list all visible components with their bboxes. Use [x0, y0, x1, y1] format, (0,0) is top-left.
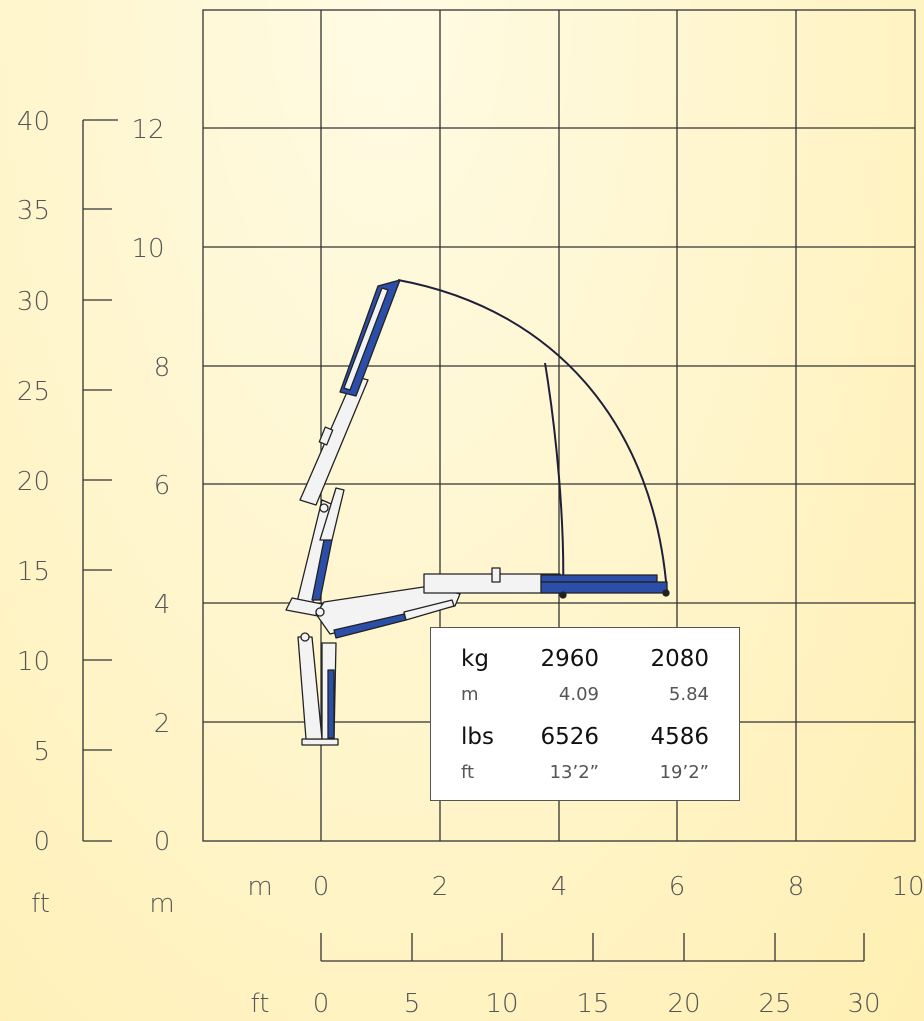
m-scale-bottom-labels: m 0 2 4 6 8 10 — [247, 872, 924, 902]
reach-value: 4.09 — [558, 684, 599, 705]
m-tick-label: 0 — [313, 872, 330, 902]
load-row-kg: kg 2960 2080 — [431, 646, 739, 676]
reach-value: 13’2” — [549, 762, 599, 783]
column-pivot — [300, 632, 310, 642]
ft-tick-label: 30 — [847, 989, 880, 1019]
m-tick-label: 8 — [154, 353, 171, 383]
m-tick-label: 10 — [131, 234, 164, 264]
ft-tick-label: 30 — [17, 287, 50, 317]
m-tick-label: 10 — [891, 872, 924, 902]
ft-tick-label: 10 — [485, 989, 518, 1019]
crane-base-plate — [301, 738, 339, 746]
horizontal-extension — [540, 581, 668, 594]
ft-tick-label: 0 — [313, 989, 330, 1019]
load-row-m: m 4.09 5.84 — [431, 684, 739, 714]
max-reach-curve — [397, 279, 668, 594]
ft-tick-label: 40 — [17, 107, 50, 137]
ft-unit-label-bottom: ft — [251, 989, 270, 1019]
ft-tick-label: 5 — [404, 989, 421, 1019]
capacity-value: 2960 — [540, 646, 599, 672]
ft-scale-left — [82, 119, 118, 842]
horizontal-boom-clamp — [491, 567, 501, 583]
load-row-lbs: lbs 6526 4586 — [431, 724, 739, 754]
boom-pivot — [319, 503, 329, 513]
unit-label: ft — [461, 762, 475, 783]
horizontal-main-boom — [315, 585, 461, 635]
m-tick-label: 2 — [432, 872, 449, 902]
tip-point-max — [662, 589, 670, 597]
ft-tick-label: 15 — [17, 557, 50, 587]
tip-point-inner — [559, 591, 567, 599]
m-tick-label: 6 — [154, 471, 171, 501]
reach-value: 5.84 — [668, 684, 709, 705]
m-tick-label: 8 — [788, 872, 805, 902]
ft-scale-bottom-labels: ft 0 5 10 15 20 25 30 — [251, 989, 881, 1019]
capacity-value: 6526 — [540, 724, 599, 750]
m-tick-label: 4 — [551, 872, 568, 902]
column-cylinder-rod — [327, 669, 335, 739]
ft-tick-label: 5 — [33, 737, 50, 767]
horizontal-main-cylinder-body — [403, 599, 455, 621]
ft-tick-label: 10 — [17, 647, 50, 677]
m-unit-label-bottom: m — [247, 872, 272, 902]
outer-boom-clamp — [318, 426, 334, 446]
unit-label: lbs — [461, 724, 494, 750]
load-row-ft: ft 13’2” 19’2” — [431, 762, 739, 792]
m-tick-label: 4 — [154, 590, 171, 620]
ft-tick-label: 0 — [33, 827, 50, 857]
m-scale-left-labels: 0 2 4 6 8 10 12 m — [131, 115, 174, 919]
crane-illustration — [285, 279, 670, 746]
m-tick-label: 0 — [154, 827, 171, 857]
ft-tick-label: 20 — [17, 467, 50, 497]
ft-scale-bottom — [320, 933, 865, 962]
reach-value: 19’2” — [659, 762, 709, 783]
m-tick-label: 6 — [669, 872, 686, 902]
outer-boom-extension-edge — [343, 287, 389, 391]
m-tick-label: 2 — [154, 709, 171, 739]
ft-tick-label: 15 — [576, 989, 609, 1019]
horizontal-extension-top — [540, 574, 658, 583]
ft-tick-label: 35 — [17, 196, 50, 226]
main-boom-cylinder-body — [319, 487, 345, 541]
m-unit-label: m — [149, 889, 174, 919]
unit-label: kg — [461, 646, 489, 672]
reach-envelope — [397, 279, 668, 596]
ft-tick-label: 25 — [758, 989, 791, 1019]
ft-tick-label: 25 — [17, 377, 50, 407]
ft-unit-label: ft — [31, 889, 50, 919]
load-capacity-table: kg 2960 2080 m 4.09 5.84 lbs 6526 4586 f… — [430, 627, 740, 801]
capacity-value: 2080 — [650, 646, 709, 672]
ft-scale-left-labels: 0 5 10 15 20 25 30 35 40 ft — [17, 107, 50, 919]
crane-column — [297, 636, 323, 740]
ft-tick-label: 20 — [667, 989, 700, 1019]
inner-reach-curve — [544, 362, 565, 596]
outer-boom — [299, 375, 369, 506]
m-tick-label: 12 — [131, 115, 164, 145]
capacity-value: 4586 — [650, 724, 709, 750]
unit-label: m — [461, 684, 479, 705]
horizontal-pivot — [315, 607, 325, 617]
